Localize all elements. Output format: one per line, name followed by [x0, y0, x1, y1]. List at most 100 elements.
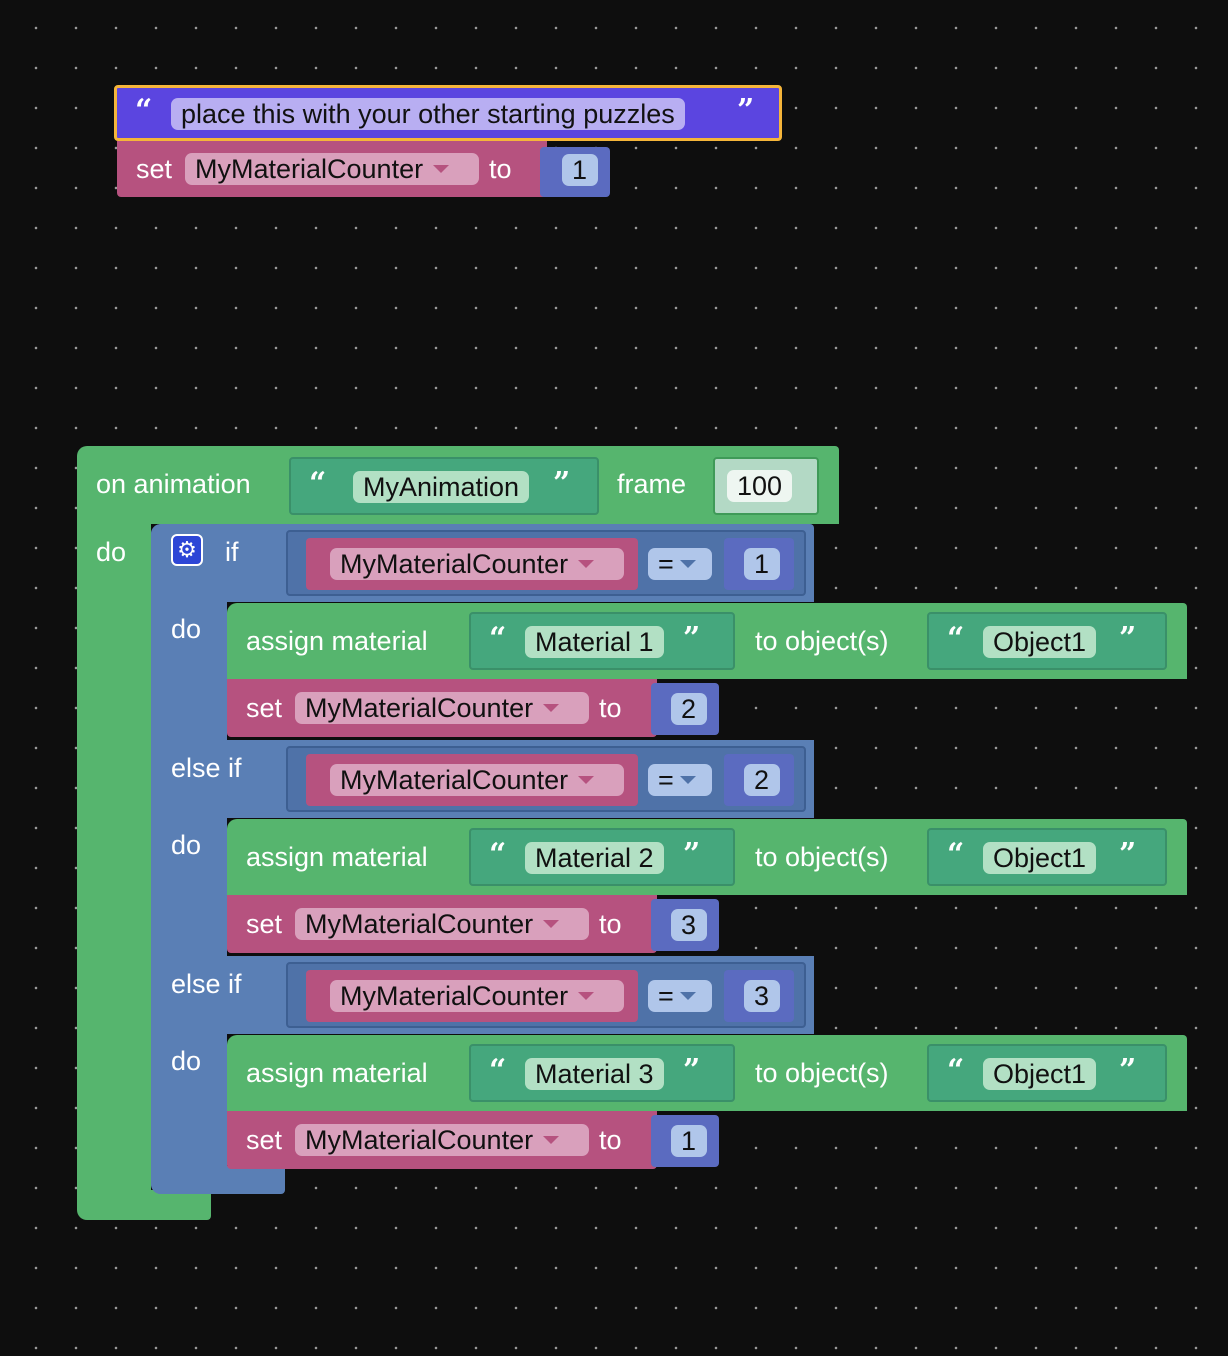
- to-objects-label: to object(s): [755, 1058, 889, 1088]
- if-block-side[interactable]: [151, 524, 227, 1194]
- object-name-field[interactable]: Object1: [983, 842, 1097, 874]
- chevron-down-icon: [578, 559, 595, 568]
- chevron-down-icon: [543, 703, 560, 712]
- operator-symbol: =: [658, 765, 674, 795]
- number-field[interactable]: 3: [744, 980, 780, 1012]
- comment-text-field[interactable]: place this with your other starting puzz…: [171, 98, 685, 130]
- number-field[interactable]: 2: [671, 693, 707, 725]
- number-field[interactable]: 1: [744, 548, 780, 580]
- quote-close-icon: ”: [683, 837, 701, 872]
- quote-open-icon: “: [947, 837, 965, 872]
- chevron-down-icon: [433, 164, 450, 173]
- number-block[interactable]: 3: [651, 899, 719, 951]
- variable-dropdown[interactable]: MyMaterialCounter: [185, 153, 479, 185]
- assign-material-block[interactable]: assign material “ Material 2 ” to object…: [227, 819, 1187, 895]
- object-text-block[interactable]: “ Object1 ”: [927, 612, 1167, 670]
- variable-dropdown[interactable]: MyMaterialCounter: [330, 548, 624, 580]
- animation-name-field[interactable]: MyAnimation: [353, 471, 530, 503]
- to-label: to: [489, 154, 512, 184]
- event-block-side: [77, 524, 151, 1196]
- operator-dropdown[interactable]: =: [648, 548, 712, 580]
- number-block[interactable]: 2: [724, 754, 794, 806]
- variable-name: MyMaterialCounter: [340, 549, 569, 579]
- object-text-block[interactable]: “ Object1 ”: [927, 828, 1167, 886]
- variable-name: MyMaterialCounter: [340, 981, 569, 1011]
- quote-close-icon: ”: [683, 621, 701, 656]
- number-block[interactable]: 2: [651, 683, 719, 735]
- frame-number-block[interactable]: 100: [713, 457, 819, 515]
- chevron-down-icon: [679, 991, 696, 1000]
- variable-dropdown[interactable]: MyMaterialCounter: [330, 764, 624, 796]
- chevron-down-icon: [578, 991, 595, 1000]
- set-label: set: [246, 693, 283, 723]
- material-name-field[interactable]: Material 3: [525, 1058, 664, 1090]
- quote-close-icon: ”: [553, 466, 571, 501]
- compare-block[interactable]: MyMaterialCounter = 2: [286, 746, 806, 812]
- material-text-block[interactable]: “ Material 1 ”: [469, 612, 735, 670]
- object-text-block[interactable]: “ Object1 ”: [927, 1044, 1167, 1102]
- number-field[interactable]: 2: [744, 764, 780, 796]
- operator-symbol: =: [658, 549, 674, 579]
- set-variable-block[interactable]: set MyMaterialCounter to: [227, 895, 657, 953]
- number-block[interactable]: 1: [724, 538, 794, 590]
- to-objects-label: to object(s): [755, 842, 889, 872]
- operator-symbol: =: [658, 981, 674, 1011]
- quote-close-icon: ”: [1119, 621, 1137, 656]
- variable-name: MyMaterialCounter: [195, 154, 424, 184]
- material-name-field[interactable]: Material 1: [525, 626, 664, 658]
- number-block[interactable]: 1: [540, 147, 610, 197]
- quote-open-icon: “: [489, 837, 507, 872]
- compare-block[interactable]: MyMaterialCounter = 3: [286, 962, 806, 1028]
- else-if-label-1: else if: [171, 753, 242, 783]
- variable-dropdown[interactable]: MyMaterialCounter: [295, 692, 589, 724]
- number-field[interactable]: 1: [671, 1125, 707, 1157]
- number-field[interactable]: 3: [671, 909, 707, 941]
- number-block[interactable]: 3: [724, 970, 794, 1022]
- variable-name: MyMaterialCounter: [305, 909, 534, 939]
- else-if-label-2: else if: [171, 969, 242, 999]
- gear-icon[interactable]: ⚙: [171, 534, 203, 566]
- quote-close-icon: ”: [1119, 1053, 1137, 1088]
- assign-material-label: assign material: [246, 626, 428, 656]
- assign-material-block[interactable]: assign material “ Material 1 ” to object…: [227, 603, 1187, 679]
- variable-dropdown[interactable]: MyMaterialCounter: [330, 980, 624, 1012]
- to-objects-label: to object(s): [755, 626, 889, 656]
- operator-dropdown[interactable]: =: [648, 980, 712, 1012]
- object-name-field[interactable]: Object1: [983, 626, 1097, 658]
- quote-open-icon: “: [947, 1053, 965, 1088]
- assign-material-block[interactable]: assign material “ Material 3 ” to object…: [227, 1035, 1187, 1111]
- number-field[interactable]: 1: [562, 154, 598, 186]
- set-variable-block[interactable]: set MyMaterialCounter to: [227, 1111, 657, 1169]
- frame-number-field[interactable]: 100: [727, 470, 793, 502]
- variable-get-block[interactable]: MyMaterialCounter: [306, 538, 638, 590]
- init-set-block[interactable]: set MyMaterialCounter to: [117, 141, 547, 197]
- chevron-down-icon: [543, 919, 560, 928]
- animation-text-block[interactable]: “ MyAnimation ”: [289, 457, 599, 515]
- variable-dropdown[interactable]: MyMaterialCounter: [295, 908, 589, 940]
- material-text-block[interactable]: “ Material 3 ”: [469, 1044, 735, 1102]
- variable-get-block[interactable]: MyMaterialCounter: [306, 754, 638, 806]
- quote-close-icon: ”: [737, 93, 755, 128]
- variable-dropdown[interactable]: MyMaterialCounter: [295, 1124, 589, 1156]
- material-name-field[interactable]: Material 2: [525, 842, 664, 874]
- variable-get-block[interactable]: MyMaterialCounter: [306, 970, 638, 1022]
- chevron-down-icon: [679, 775, 696, 784]
- variable-name: MyMaterialCounter: [305, 693, 534, 723]
- quote-open-icon: “: [135, 93, 153, 128]
- number-block[interactable]: 1: [651, 1115, 719, 1167]
- assign-material-label: assign material: [246, 842, 428, 872]
- set-variable-block[interactable]: set MyMaterialCounter to: [227, 679, 657, 737]
- event-block-top[interactable]: on animation “ MyAnimation ” frame 100: [77, 446, 839, 524]
- on-animation-label: on animation: [96, 469, 251, 499]
- object-name-field[interactable]: Object1: [983, 1058, 1097, 1090]
- operator-dropdown[interactable]: =: [648, 764, 712, 796]
- do-label-1: do: [171, 614, 202, 644]
- quote-open-icon: “: [489, 1053, 507, 1088]
- comment-block[interactable]: “ place this with your other starting pu…: [114, 85, 782, 141]
- to-label: to: [599, 1125, 622, 1155]
- material-text-block[interactable]: “ Material 2 ”: [469, 828, 735, 886]
- compare-block[interactable]: MyMaterialCounter = 1: [286, 530, 806, 596]
- event-do-label: do: [96, 537, 127, 567]
- if-label: if: [225, 537, 239, 567]
- quote-open-icon: “: [489, 621, 507, 656]
